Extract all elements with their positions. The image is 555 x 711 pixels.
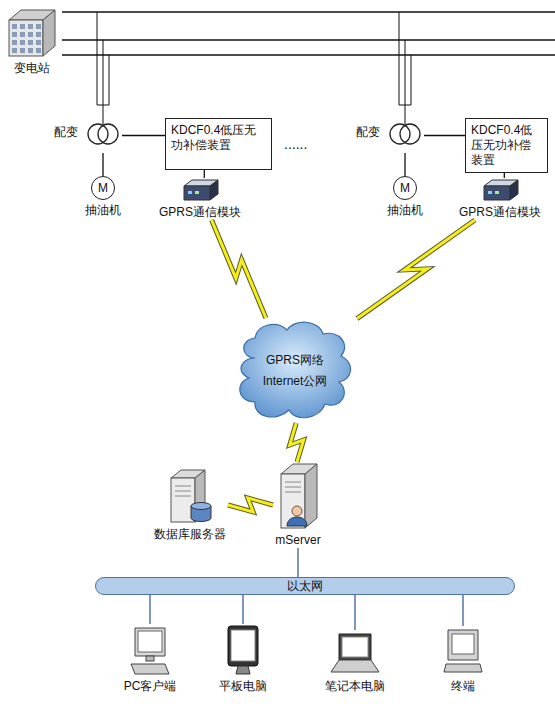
transformer-symbol [86,115,120,153]
bolt-outline [228,498,273,512]
bolt-fill [212,220,266,318]
gprs-module-icon: GPRS通信模块 [157,178,244,220]
node-label: 抽油机 [385,203,425,218]
wire-line [504,173,505,178]
wireless-link [357,220,475,319]
database-server-icon [165,468,215,524]
motor-circle: M [91,176,115,200]
terminal-icon [442,626,484,676]
server-icon [275,462,321,530]
node-label: 抽油机 [83,203,123,218]
wire [405,153,406,176]
cloud-shape [233,318,357,423]
wireless-link [290,423,304,462]
node-label: GPRS通信模块 [157,205,244,220]
node-label: 配变 [54,125,78,140]
wire [204,170,205,178]
wire-line [204,170,205,178]
node-label: PC客户端 [122,679,179,694]
tablet-icon: 平板电脑 [217,624,269,694]
node-label: 配变 [356,125,380,140]
substation-icon [5,6,59,58]
wire-line [404,153,405,176]
bus-line [62,39,555,40]
device-box: KDCF0.4低压无功补偿装置 [465,118,548,173]
bus-line [62,54,555,55]
gprs-module-icon: GPRS通信模块 [457,178,544,220]
bolt-outline [357,220,475,319]
bolt-outline [212,220,266,318]
bolt-fill [228,498,273,512]
wireless-link [228,498,273,512]
motor-letter: M [98,181,108,196]
wire-line [297,548,298,577]
drop-wire [97,12,109,124]
wire [355,595,356,630]
cloud-text: Internet公网 [263,374,328,389]
node-label: 数据库服务器 [152,527,228,542]
drop-wires [97,12,411,124]
bus-bars [62,12,555,55]
laptop-icon [329,630,381,676]
wire-line [424,135,465,136]
bolt-outline [290,423,304,462]
bolt-fill [357,220,475,319]
cloud-text: GPRS网络 [266,353,324,368]
node-label: mServer [273,533,323,548]
database-server-icon: 数据库服务器 [152,468,228,542]
pc-icon [127,624,173,676]
wire [298,548,299,577]
node-label: 终端 [440,679,486,694]
node-label: 笔记本电脑 [323,679,387,694]
bus-line [62,11,555,12]
device-box: KDCF0.4低压无功补偿装置 [165,118,272,170]
motor-symbol: M 抽油机 [385,176,425,218]
wire [504,173,505,178]
laptop-icon: 笔记本电脑 [323,630,387,694]
node-label: GPRS通信模块 [457,205,544,220]
wire [122,135,165,136]
gprs-module-icon [480,178,520,202]
transformer-symbol [388,115,422,153]
drop-wire [399,12,411,124]
wire-line [102,153,103,176]
wire-line [462,595,463,626]
tablet-icon [222,624,264,676]
pc-icon: PC客户端 [122,624,179,694]
motor-letter: M [400,181,410,196]
ellipsis-label: ...... [284,136,307,154]
transformer-symbol: 配变 [84,115,122,153]
box-text: KDCF0.4低压无功补偿装置 [471,123,542,168]
wire-line [242,595,243,624]
bar-text: 以太网 [287,579,323,594]
wire [424,135,465,136]
motor-symbol: M 抽油机 [83,176,123,218]
ethernet-bar: 以太网 [95,577,515,595]
wire-line [354,595,355,630]
wire [103,153,104,176]
server-icon: mServer [273,462,323,548]
transformer-symbol: 配变 [386,115,424,153]
node-label: 变电站 [3,61,61,76]
node-label: 平板电脑 [217,679,269,694]
network-cloud: GPRS网络 Internet公网 [233,318,357,423]
wire [150,595,151,624]
gprs-module-icon [180,178,220,202]
wireless-link [212,220,266,318]
box-text: KDCF0.4低压无功补偿装置 [171,123,266,153]
terminal-icon: 终端 [440,626,486,694]
wire-line [149,595,150,624]
substation-icon: 变电站 [3,6,61,76]
bolt-fill [290,423,304,462]
wire-line [122,135,165,136]
motor-circle: M [393,176,417,200]
wire [243,595,244,624]
wire [463,595,464,626]
